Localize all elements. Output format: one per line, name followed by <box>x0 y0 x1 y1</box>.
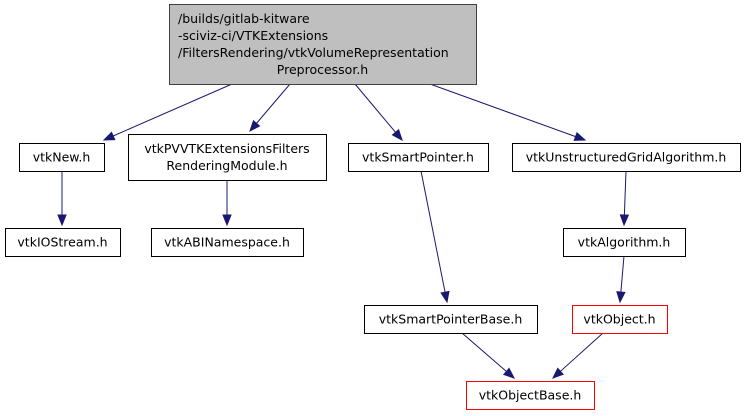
node-label: vtkUnstructuredGridAlgorithm.h <box>526 150 727 165</box>
node-label: vtkABINamespace.h <box>164 235 290 250</box>
node-label: vtkSmartPointerBase.h <box>379 312 523 327</box>
node-label: vtkNew.h <box>33 150 91 165</box>
edge-line <box>354 83 396 133</box>
arrowhead-icon <box>391 128 403 142</box>
node-label: RenderingModule.h <box>166 158 287 173</box>
node-vtkObject[interactable]: vtkObject.h <box>572 305 668 334</box>
node-box[interactable] <box>348 143 489 172</box>
node-label: vtkSmartPointer.h <box>362 150 474 165</box>
arrowhead-icon <box>551 367 564 379</box>
edge-root-to-vtkUGA <box>429 83 587 141</box>
edge-line <box>560 332 604 372</box>
node-vtkPVModule[interactable]: vtkPVVTKExtensionsFiltersRenderingModule… <box>128 134 327 181</box>
arrowhead-icon <box>616 291 626 304</box>
node-label: Preprocessor.h <box>277 62 368 77</box>
node-box[interactable] <box>128 134 327 181</box>
arrowhead-icon <box>502 367 516 379</box>
nodes-layer: /builds/gitlab-kitware -sciviz-ci/VTKExte… <box>5 4 741 410</box>
node-box[interactable] <box>169 4 477 85</box>
edge-line <box>623 170 627 216</box>
edge-vtkPVModule-to-vtkABINamespace <box>222 180 232 227</box>
arrowhead-icon <box>57 214 67 227</box>
edge-line <box>256 83 291 124</box>
node-vtkUGA[interactable]: vtkUnstructuredGridAlgorithm.h <box>512 143 741 172</box>
node-box[interactable] <box>466 381 595 410</box>
node-box[interactable] <box>512 143 741 172</box>
node-vtkObjectBase[interactable]: vtkObjectBase.h <box>466 381 595 410</box>
edge-vtkSmartPointer-to-vtkSmartPointerBase <box>420 170 450 304</box>
edge-vtkUGA-to-vtkAlgorithm <box>619 170 630 227</box>
node-vtkIOStream[interactable]: vtkIOStream.h <box>5 228 121 257</box>
node-vtkSmartPointerBase[interactable]: vtkSmartPointerBase.h <box>364 305 538 334</box>
edge-line <box>112 83 233 137</box>
edge-vtkObject-to-vtkObjectBase <box>551 332 604 379</box>
node-label: vtkObject.h <box>583 312 655 327</box>
arrowhead-icon <box>619 214 630 227</box>
node-box[interactable] <box>151 228 304 257</box>
node-box[interactable] <box>364 305 538 334</box>
node-box[interactable] <box>5 228 121 257</box>
arrowhead-icon <box>102 131 116 141</box>
node-label: vtkAlgorithm.h <box>578 235 671 250</box>
edge-root-to-vtkSmartPointer <box>354 83 403 142</box>
arrowhead-icon <box>573 131 587 141</box>
edge-root-to-vtkPVModule <box>249 83 291 133</box>
edge-line <box>461 332 507 372</box>
arrowhead-icon <box>222 214 232 227</box>
node-vtkAlgorithm[interactable]: vtkAlgorithm.h <box>563 228 686 257</box>
node-label: /FiltersRendering/vtkVolumeRepresentatio… <box>178 45 449 60</box>
node-label: vtkIOStream.h <box>17 235 107 250</box>
node-label: vtkObjectBase.h <box>479 388 582 403</box>
edge-root-to-vtkNew <box>102 83 233 141</box>
edges-layer <box>57 83 630 379</box>
edge-vtkAlgorithm-to-vtkObject <box>616 255 626 304</box>
node-box[interactable] <box>563 228 686 257</box>
edge-vtkSmartPointerBase-to-vtkObjectBase <box>461 332 516 379</box>
node-box[interactable] <box>572 305 668 334</box>
arrowhead-icon <box>249 119 261 133</box>
edge-line <box>620 255 625 293</box>
edge-line <box>420 170 446 293</box>
node-vtkSmartPointer[interactable]: vtkSmartPointer.h <box>348 143 489 172</box>
node-root[interactable]: /builds/gitlab-kitware -sciviz-ci/VTKExte… <box>169 4 477 85</box>
node-label: /builds/gitlab-kitware <box>178 11 310 26</box>
edge-line <box>429 83 576 138</box>
node-label: -sciviz-ci/VTKExtensions <box>178 28 328 43</box>
edge-vtkNew-to-vtkIOStream <box>57 171 67 227</box>
node-vtkABINamespace[interactable]: vtkABINamespace.h <box>151 228 304 257</box>
node-box[interactable] <box>19 143 105 172</box>
node-label: vtkPVVTKExtensionsFilters <box>144 141 309 156</box>
arrowhead-icon <box>440 290 450 304</box>
node-vtkNew[interactable]: vtkNew.h <box>19 143 105 172</box>
